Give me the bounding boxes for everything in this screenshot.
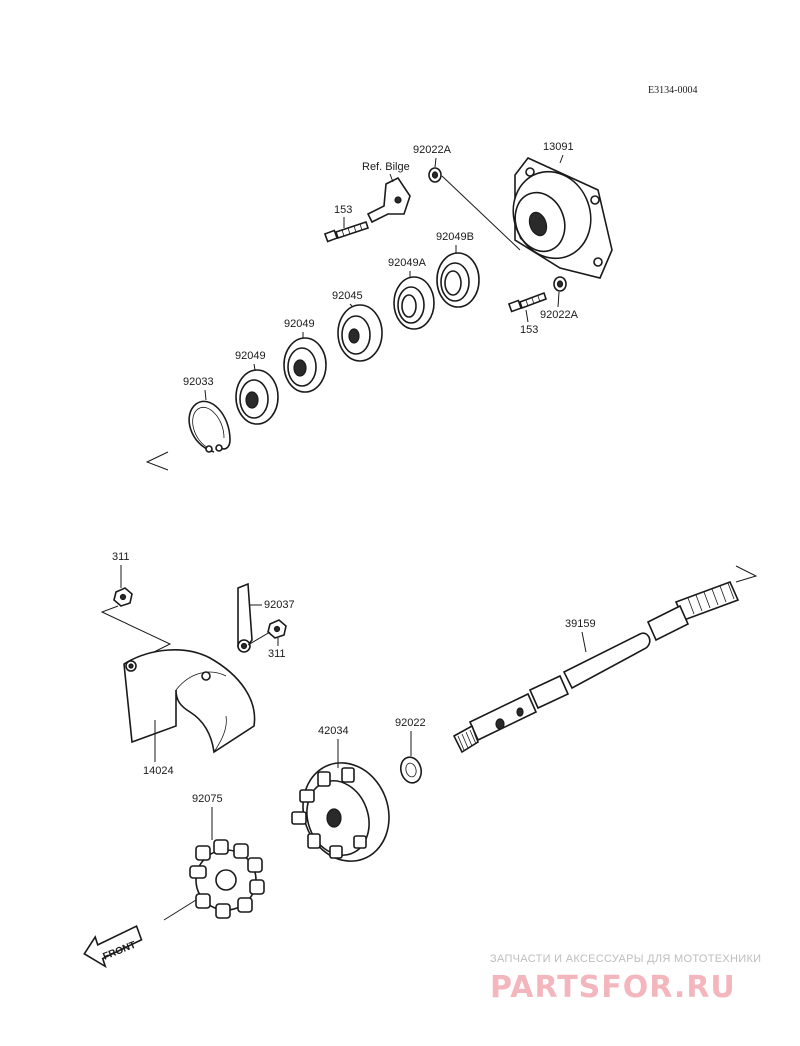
coupling-42034[interactable] bbox=[289, 751, 402, 874]
seal-92045[interactable] bbox=[337, 304, 383, 362]
label-39159: 39159 bbox=[565, 618, 596, 630]
label-92049B: 92049B bbox=[436, 231, 474, 243]
bearing-92049A[interactable] bbox=[393, 276, 435, 330]
bolt-153-top[interactable] bbox=[323, 220, 370, 243]
washer-92022[interactable] bbox=[398, 755, 424, 785]
label-92033: 92033 bbox=[183, 376, 214, 388]
diagram-code: E3134-0004 bbox=[648, 85, 697, 96]
label-92049A: 92049A bbox=[388, 257, 427, 269]
bolt-153-bottom[interactable] bbox=[507, 291, 548, 313]
label-92022A-bottom: 92022A bbox=[540, 309, 579, 321]
label-92049-a: 92049 bbox=[284, 318, 315, 330]
washer-92022A-top[interactable] bbox=[428, 167, 442, 183]
watermark-brand: PARTSFOR.RU bbox=[490, 970, 736, 1005]
bearing-92049-a[interactable] bbox=[283, 337, 327, 393]
bracket-92037[interactable] bbox=[237, 582, 253, 653]
label-311-right: 311 bbox=[268, 648, 286, 660]
circlip-92033[interactable] bbox=[188, 400, 231, 453]
label-13091: 13091 bbox=[543, 141, 574, 153]
watermark-tagline: ЗАПЧАСТИ И АКСЕССУАРЫ ДЛЯ МОТОТЕХНИКИ bbox=[490, 953, 761, 965]
bearing-housing-13091[interactable] bbox=[501, 157, 613, 279]
label-153-top: 153 bbox=[334, 204, 352, 216]
label-92075: 92075 bbox=[192, 793, 223, 805]
label-14024: 14024 bbox=[143, 765, 174, 777]
front-arrow-icon: FRONT bbox=[83, 924, 143, 969]
bearing-92049B[interactable] bbox=[436, 252, 480, 308]
label-153-bottom: 153 bbox=[520, 324, 538, 336]
label-311-top: 311 bbox=[112, 551, 130, 563]
drive-shaft-39159[interactable] bbox=[452, 580, 740, 754]
bearing-92049-b[interactable] bbox=[235, 369, 279, 425]
damper-92075[interactable] bbox=[189, 839, 265, 919]
label-92045: 92045 bbox=[332, 290, 363, 302]
label-42034: 42034 bbox=[318, 725, 349, 737]
nut-311-right[interactable] bbox=[267, 619, 287, 639]
washer-92022A-bottom[interactable] bbox=[553, 276, 567, 292]
nut-311-top[interactable] bbox=[113, 587, 133, 607]
label-92022A-top: 92022A bbox=[413, 144, 452, 156]
label-92037: 92037 bbox=[264, 599, 295, 611]
label-92022: 92022 bbox=[395, 717, 426, 729]
bilge-bracket[interactable] bbox=[366, 176, 411, 224]
label-92049-b: 92049 bbox=[235, 350, 266, 362]
label-ref-bilge: Ref. Bilge bbox=[362, 161, 410, 173]
guard-14024[interactable] bbox=[123, 649, 256, 754]
